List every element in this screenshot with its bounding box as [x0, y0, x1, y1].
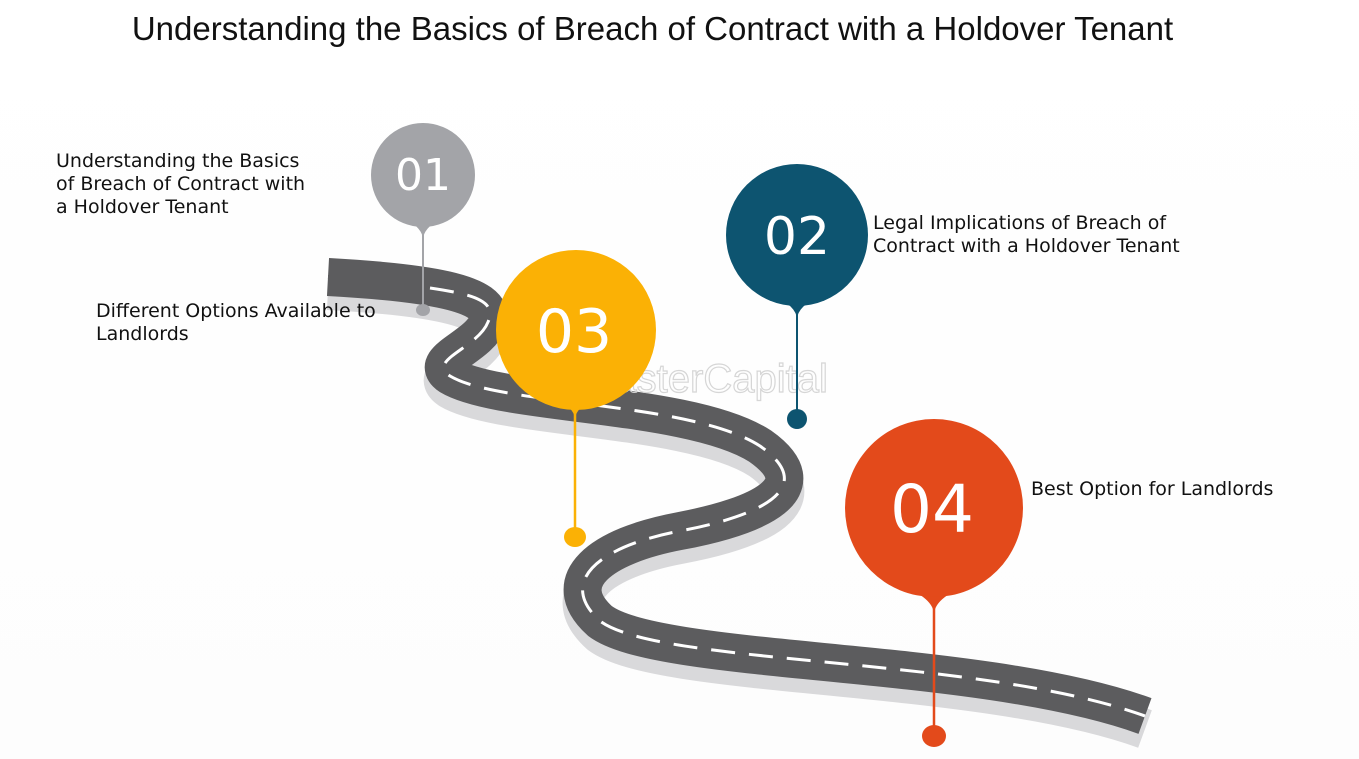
marker-02-circle — [726, 164, 868, 306]
marker-02-number: 02 — [764, 207, 830, 267]
marker-02-dot — [787, 409, 807, 429]
marker-03-number: 03 — [536, 297, 612, 367]
marker-03: 03 — [496, 250, 656, 547]
road-center-line — [429, 286, 1146, 718]
marker-03-circle — [496, 250, 656, 410]
step-03-label: Different Options Available to Landlords — [96, 300, 376, 345]
road-start — [327, 275, 451, 290]
marker-04: 04 — [845, 419, 1023, 747]
marker-02: 02 — [726, 164, 868, 429]
step-01-label: Understanding the Basics of Breach of Co… — [56, 150, 306, 218]
marker-04-dot — [922, 725, 946, 747]
marker-03-dot — [564, 527, 586, 547]
marker-01-dot — [416, 304, 430, 316]
marker-01-circle — [371, 123, 475, 227]
road — [326, 258, 1152, 734]
step-04-label: Best Option for Landlords — [1031, 478, 1274, 500]
marker-04-circle — [845, 419, 1023, 597]
page-title: Understanding the Basics of Breach of Co… — [131, 10, 1174, 47]
step-02-label: Legal Implications of Breach of Contract… — [873, 212, 1180, 257]
marker-01-number: 01 — [395, 150, 451, 201]
marker-04-number: 04 — [890, 471, 974, 548]
marker-01: 01 — [371, 123, 475, 316]
